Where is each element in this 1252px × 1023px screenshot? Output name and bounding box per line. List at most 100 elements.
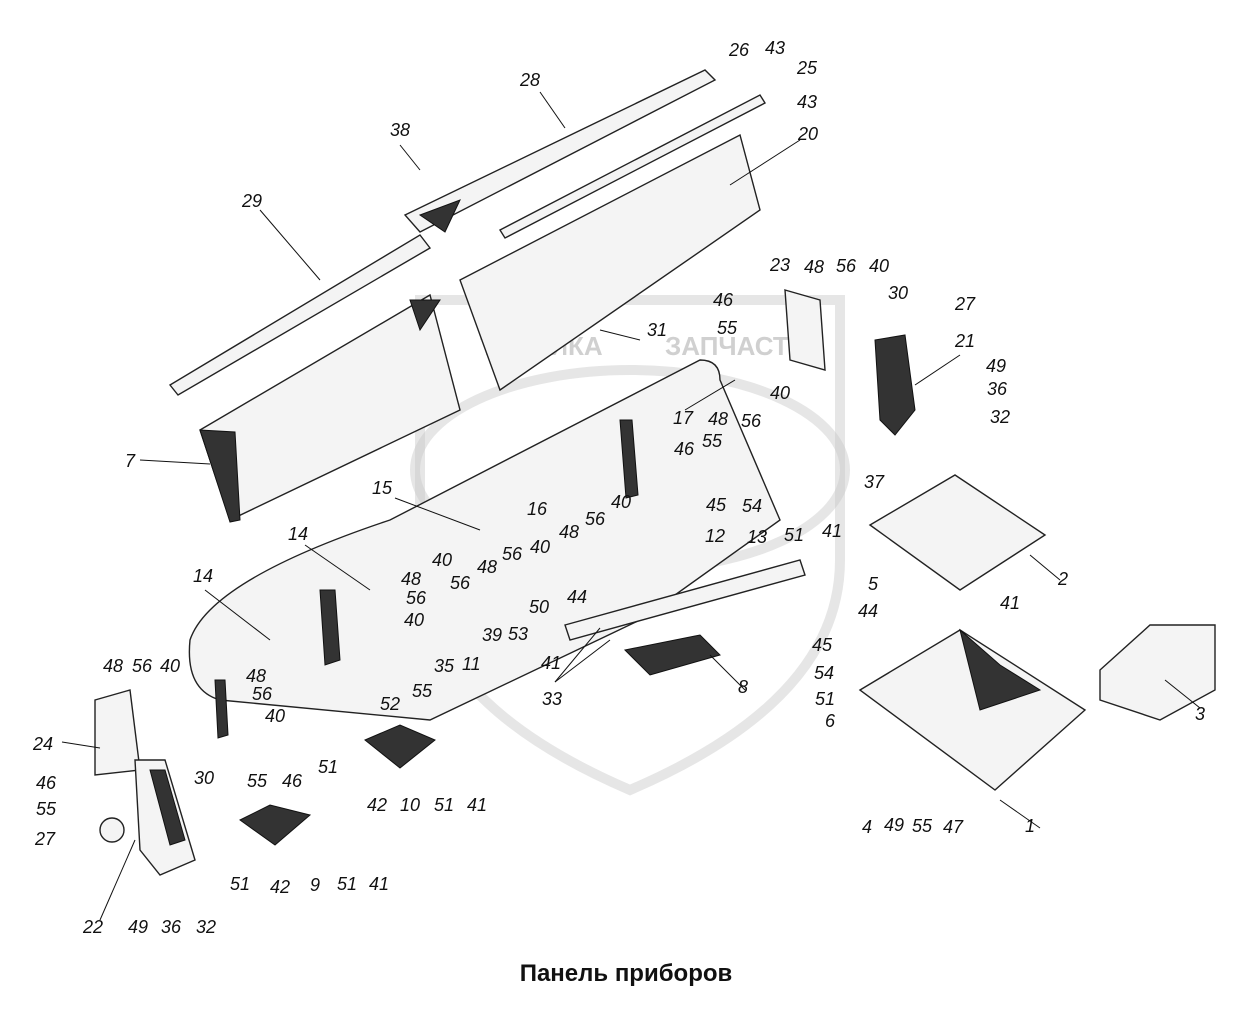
callout-14a: 14 bbox=[288, 524, 308, 544]
callout-36a: 36 bbox=[987, 379, 1008, 399]
callout-46c: 46 bbox=[282, 771, 303, 791]
callout-40h: 40 bbox=[160, 656, 180, 676]
callout-50: 50 bbox=[529, 597, 549, 617]
callout-46d: 46 bbox=[36, 773, 57, 793]
diagram-title: Панель приборов bbox=[519, 960, 733, 987]
left-bracket bbox=[94, 689, 196, 876]
right-parts bbox=[784, 289, 1216, 791]
callout-14b: 14 bbox=[193, 566, 213, 586]
callout-40g: 40 bbox=[265, 706, 285, 726]
callout-40d: 40 bbox=[530, 537, 550, 557]
callout-44b: 44 bbox=[567, 587, 587, 607]
callout-55f: 55 bbox=[36, 799, 57, 819]
callout-51c: 51 bbox=[318, 757, 338, 777]
callout-47: 47 bbox=[943, 817, 964, 837]
callout-26: 26 bbox=[728, 40, 750, 60]
callout-31: 31 bbox=[647, 320, 667, 340]
callout-54a: 54 bbox=[742, 496, 762, 516]
callout-40f: 40 bbox=[404, 610, 424, 630]
callout-54b: 54 bbox=[814, 663, 834, 683]
callout-3: 3 bbox=[1195, 704, 1205, 724]
callout-56c: 56 bbox=[585, 509, 606, 529]
callout-51d: 51 bbox=[434, 795, 454, 815]
callout-28: 28 bbox=[519, 70, 540, 90]
callout-8: 8 bbox=[738, 677, 748, 697]
callout-5: 5 bbox=[868, 574, 879, 594]
callout-45b: 45 bbox=[812, 635, 833, 655]
callout-42b: 42 bbox=[367, 795, 387, 815]
callout-24: 24 bbox=[32, 734, 53, 754]
callout-32a: 32 bbox=[990, 407, 1010, 427]
callout-48g: 48 bbox=[103, 656, 123, 676]
callout-48c: 48 bbox=[559, 522, 579, 542]
callout-53: 53 bbox=[508, 624, 528, 644]
callout-20: 20 bbox=[797, 124, 818, 144]
callout-2: 2 bbox=[1057, 569, 1068, 589]
callout-48a: 48 bbox=[804, 257, 824, 277]
callout-43a: 43 bbox=[765, 38, 785, 58]
callout-27b: 27 bbox=[34, 829, 56, 849]
callout-56f: 56 bbox=[406, 588, 427, 608]
callout-33: 33 bbox=[542, 689, 562, 709]
callout-27a: 27 bbox=[954, 294, 976, 314]
callout-48b: 48 bbox=[708, 409, 728, 429]
callout-labels: 1 2 3 4 5 6 7 8 9 10 11 12 13 14 14 15 1… bbox=[32, 38, 1205, 937]
main-dashboard bbox=[188, 359, 781, 739]
watermark-text-right: ЗАПЧАСТИ bbox=[665, 331, 808, 361]
callout-10: 10 bbox=[400, 795, 420, 815]
callout-46b: 46 bbox=[674, 439, 695, 459]
callout-23: 23 bbox=[769, 255, 790, 275]
callout-48f: 48 bbox=[246, 666, 266, 686]
callout-13: 13 bbox=[747, 527, 767, 547]
callout-55d: 55 bbox=[247, 771, 268, 791]
callout-48d: 48 bbox=[477, 557, 497, 577]
callout-40a: 40 bbox=[869, 256, 889, 276]
callout-37: 37 bbox=[864, 472, 885, 492]
callout-56b: 56 bbox=[741, 411, 762, 431]
callout-45a: 45 bbox=[706, 495, 727, 515]
callout-55e: 55 bbox=[912, 816, 933, 836]
callout-16: 16 bbox=[527, 499, 548, 519]
callout-40c: 40 bbox=[611, 492, 631, 512]
callout-49a: 49 bbox=[986, 356, 1006, 376]
lower-shelves bbox=[239, 559, 806, 846]
callout-6: 6 bbox=[825, 711, 836, 731]
callout-41e: 41 bbox=[369, 874, 389, 894]
callout-51a: 51 bbox=[784, 525, 804, 545]
callout-30a: 30 bbox=[888, 283, 908, 303]
callout-1: 1 bbox=[1025, 816, 1035, 836]
callout-9: 9 bbox=[310, 875, 320, 895]
callout-51f: 51 bbox=[230, 874, 250, 894]
callout-36b: 36 bbox=[161, 917, 182, 937]
callout-41b: 41 bbox=[1000, 593, 1020, 613]
callout-55b: 55 bbox=[702, 431, 723, 451]
callout-44a: 44 bbox=[858, 601, 878, 621]
callout-11: 11 bbox=[462, 654, 481, 674]
callout-49b: 49 bbox=[884, 815, 904, 835]
callout-41c: 41 bbox=[541, 653, 561, 673]
callout-15: 15 bbox=[372, 478, 393, 498]
callout-51e: 51 bbox=[337, 874, 357, 894]
callout-35: 35 bbox=[434, 656, 455, 676]
callout-29: 29 bbox=[241, 191, 262, 211]
callout-49c: 49 bbox=[128, 917, 148, 937]
callout-43b: 43 bbox=[797, 92, 817, 112]
upper-panel bbox=[199, 133, 761, 523]
top-trim-strips bbox=[168, 69, 766, 396]
callout-7: 7 bbox=[125, 451, 136, 471]
leader-lines bbox=[61, 91, 1201, 921]
callout-42a: 42 bbox=[270, 877, 290, 897]
callout-56e: 56 bbox=[450, 573, 471, 593]
callout-39: 39 bbox=[482, 625, 502, 645]
callout-21: 21 bbox=[954, 331, 975, 351]
callout-56d: 56 bbox=[502, 544, 523, 564]
callout-51b: 51 bbox=[815, 689, 835, 709]
callout-52: 52 bbox=[380, 694, 400, 714]
callout-56g: 56 bbox=[252, 684, 273, 704]
callout-12: 12 bbox=[705, 526, 725, 546]
callout-56a: 56 bbox=[836, 256, 857, 276]
callout-55c: 55 bbox=[412, 681, 433, 701]
callout-17: 17 bbox=[673, 408, 694, 428]
callout-25: 25 bbox=[796, 58, 818, 78]
